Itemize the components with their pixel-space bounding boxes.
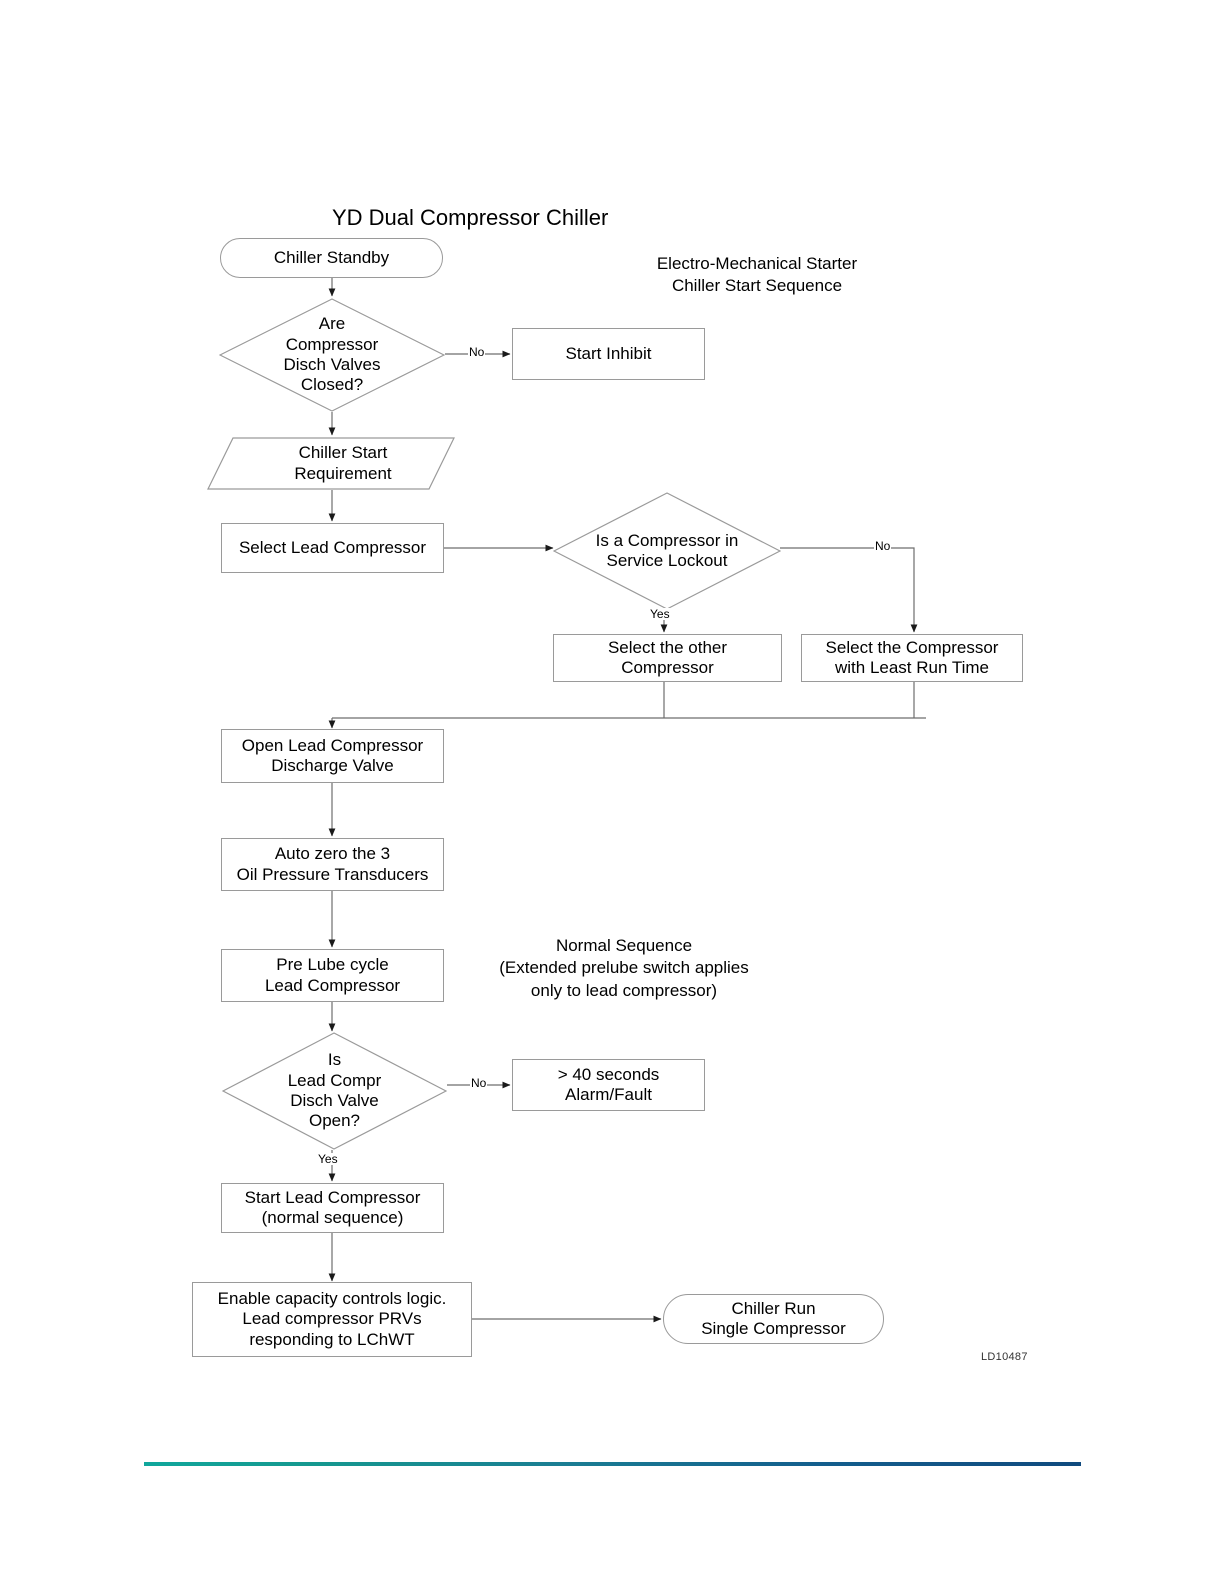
node-are-disch-valves-closed[interactable]: Are Compressor Disch Valves Closed? <box>218 298 446 412</box>
annotation-normal-sequence: Normal Sequence (Extended prelube switch… <box>499 936 749 1000</box>
node-select-other-compressor[interactable]: Select the other Compressor <box>553 634 782 682</box>
edge-label-lead-valve-no: No <box>470 1076 488 1090</box>
node-is-compressor-service-lockout[interactable]: Is a Compressor in Service Lockout <box>552 492 782 610</box>
node-start-inhibit[interactable]: Start Inhibit <box>512 328 705 380</box>
node-select-least-run-time[interactable]: Select the Compressor with Least Run Tim… <box>801 634 1023 682</box>
node-pre-lube-cycle[interactable]: Pre Lube cycle Lead Compressor <box>221 949 444 1002</box>
page-title: YD Dual Compressor Chiller <box>332 205 609 230</box>
node-enable-capacity-controls[interactable]: Enable capacity controls logic. Lead com… <box>192 1282 472 1357</box>
footer-rule <box>144 1462 1081 1466</box>
node-chiller-run[interactable]: Chiller Run Single Compressor <box>663 1294 884 1344</box>
parallelogram-shape <box>207 437 455 490</box>
node-auto-zero-transducers[interactable]: Auto zero the 3 Oil Pressure Transducers <box>221 838 444 891</box>
diamond-shape <box>218 298 446 412</box>
diagram-subtitle: Electro-Mechanical Starter Chiller Start… <box>656 254 858 296</box>
edge-label-lead-valve-yes: Yes <box>317 1152 339 1166</box>
edge-label-lockout-no: No <box>874 539 892 553</box>
edge-label-lockout-yes: Yes <box>649 607 671 621</box>
node-select-lead-compressor[interactable]: Select Lead Compressor <box>221 523 444 573</box>
edge-label-disch-valves-no: No <box>468 345 486 359</box>
diamond-shape <box>552 492 782 610</box>
figure-code: LD10487 <box>981 1351 1028 1363</box>
node-chiller-standby[interactable]: Chiller Standby <box>220 238 443 278</box>
diamond-shape <box>221 1032 448 1150</box>
node-is-lead-disch-valve-open[interactable]: Is Lead Compr Disch Valve Open? <box>221 1032 448 1150</box>
node-start-lead-compressor[interactable]: Start Lead Compressor (normal sequence) <box>221 1183 444 1233</box>
node-alarm-fault-40s[interactable]: > 40 seconds Alarm/Fault <box>512 1059 705 1111</box>
node-chiller-start-requirement[interactable]: Chiller Start Requirement <box>207 437 455 490</box>
node-open-lead-discharge-valve[interactable]: Open Lead Compressor Discharge Valve <box>221 729 444 783</box>
